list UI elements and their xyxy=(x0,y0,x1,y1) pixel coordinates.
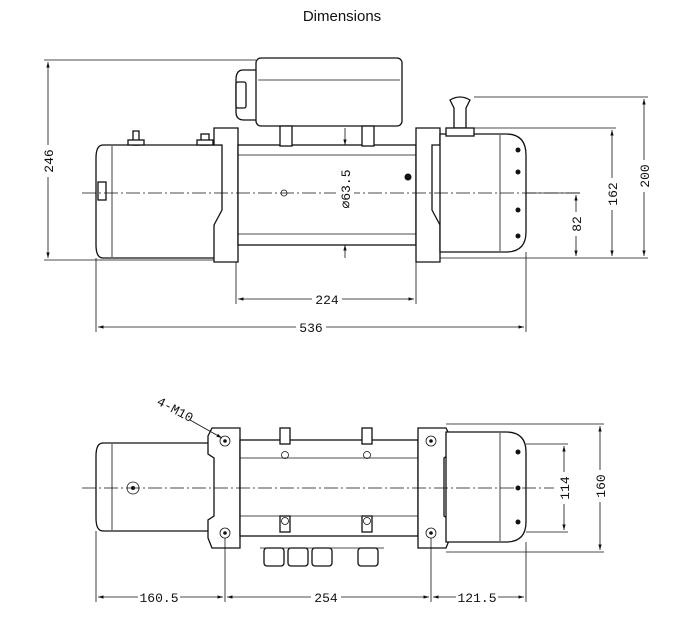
dim-114-label: 114 xyxy=(558,476,573,500)
dim-160-5-label: 160.5 xyxy=(139,591,178,606)
dim-162-label: 162 xyxy=(606,182,621,205)
control-box xyxy=(255,57,403,127)
right-end-bracket xyxy=(415,127,441,263)
cable-gland xyxy=(263,547,285,567)
dim-254-label: 254 xyxy=(314,591,338,606)
dim-160-label: 160 xyxy=(594,474,609,497)
dim-246-label: 246 xyxy=(42,149,57,172)
side-view: 246 200 162 82 ⌀63.5 224 536 xyxy=(38,57,654,336)
drum-diameter-label: ⌀63.5 xyxy=(339,169,354,208)
cable-gland xyxy=(287,547,309,567)
dim-121-5-label: 121.5 xyxy=(457,591,496,606)
motor-body xyxy=(95,144,236,259)
dim-536-label: 536 xyxy=(299,321,322,336)
dim-224-label: 224 xyxy=(315,293,339,308)
diagram-title: Dimensions xyxy=(302,8,382,25)
left-end-bracket xyxy=(213,127,239,263)
clutch-knob xyxy=(449,96,471,129)
dim-200-label: 200 xyxy=(638,164,653,187)
bolt-callout-label: 4-M10 xyxy=(154,394,195,426)
cable-gland xyxy=(357,547,379,567)
dim-82-label: 82 xyxy=(570,216,585,232)
motor-body-top xyxy=(95,442,214,532)
top-view: 4-M10 160 114 160.5 254 121.5 xyxy=(82,394,610,606)
drum xyxy=(237,144,417,246)
cable-gland xyxy=(311,547,333,567)
gearbox-top xyxy=(445,431,527,543)
